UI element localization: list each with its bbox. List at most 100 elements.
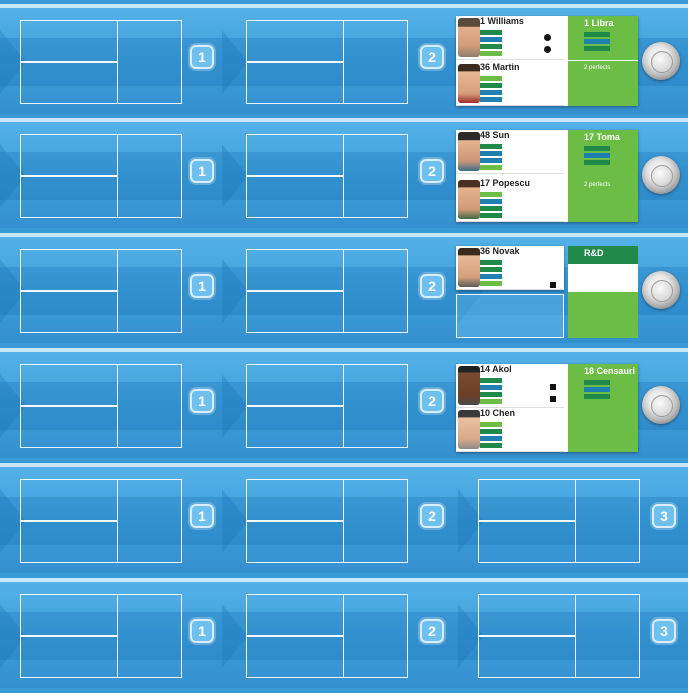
stat-tag	[480, 144, 502, 149]
card-stack-row1[interactable]: 1 Williams 36 Martin 1 Libra 2 perfects	[456, 16, 638, 106]
player-name: 14 Akol	[480, 364, 512, 374]
stat-tag	[584, 394, 610, 399]
player-card[interactable]: 17 Popescu	[456, 178, 564, 222]
player-name: 1 Williams	[480, 16, 524, 26]
player-portrait	[458, 410, 480, 449]
player-card[interactable]: 14 Akol	[456, 364, 564, 408]
slot-divider	[117, 135, 118, 217]
player-portrait	[458, 366, 480, 405]
card-slot[interactable]	[246, 364, 408, 448]
step-number-badge: 3	[652, 504, 676, 528]
slot-divider	[247, 61, 343, 63]
card-slot[interactable]	[478, 594, 640, 678]
stat-tag	[584, 387, 610, 392]
card-slot[interactable]	[20, 134, 182, 218]
stat-tag	[480, 97, 502, 102]
team-name: 17 Toma	[584, 132, 620, 142]
team-card[interactable]: 1 Libra 2 perfects	[568, 16, 638, 106]
card-slot[interactable]	[20, 364, 182, 448]
stat-tag	[584, 153, 610, 158]
stat-tag	[480, 44, 502, 49]
player-name: 36 Novak	[480, 246, 520, 256]
stat-tag	[584, 380, 610, 385]
player-card[interactable]: 48 Sun	[456, 130, 564, 174]
step-number-badge: 1	[190, 619, 214, 643]
token-disc-icon[interactable]	[642, 42, 680, 80]
slot-divider	[247, 175, 343, 177]
player-portrait	[458, 248, 480, 287]
token-icon	[544, 34, 551, 41]
step-number-badge: 2	[420, 45, 444, 69]
stat-tag	[480, 51, 502, 56]
slot-divider	[117, 595, 118, 677]
arrow-head-icon	[222, 374, 248, 438]
step-number-badge: 2	[420, 159, 444, 183]
player-name: 17 Popescu	[480, 178, 530, 188]
player-portrait	[458, 180, 480, 219]
step-number-badge: 3	[652, 619, 676, 643]
player-card[interactable]: 10 Chen	[456, 408, 564, 452]
arrow-head-icon	[222, 489, 248, 553]
card-slot[interactable]	[246, 134, 408, 218]
card-slot[interactable]	[20, 20, 182, 104]
arrow-head-icon	[222, 30, 248, 94]
stat-tag	[480, 199, 502, 204]
card-stack-row4[interactable]: 14 Akol 10 Chen 18 Censauri	[456, 364, 638, 452]
card-stack-row2[interactable]: 48 Sun 17 Popescu 17 Toma 2 perfects	[456, 130, 638, 222]
stat-tag	[480, 378, 502, 383]
card-slot[interactable]	[20, 594, 182, 678]
team-line: 2 perfects	[584, 65, 610, 71]
slot-divider	[343, 480, 344, 562]
stat-tag	[480, 399, 502, 404]
card-slot[interactable]	[246, 594, 408, 678]
team-line: 2 perfects	[584, 182, 610, 188]
slot-divider	[343, 250, 344, 332]
stat-tag	[480, 281, 502, 286]
card-slot[interactable]	[246, 249, 408, 333]
token-disc-icon[interactable]	[642, 156, 680, 194]
team-card[interactable]: 17 Toma 2 perfects	[568, 130, 638, 222]
slot-divider	[21, 290, 117, 292]
team-name: 18 Censauri	[584, 366, 635, 376]
step-number-badge: 2	[420, 389, 444, 413]
player-name: 10 Chen	[480, 408, 515, 418]
card-stack-row3[interactable]: 36 Novak R&D	[456, 246, 638, 338]
team-card[interactable]: 18 Censauri	[568, 364, 638, 452]
card-slot[interactable]	[20, 249, 182, 333]
slot-divider	[575, 595, 576, 677]
slot-divider	[21, 61, 117, 63]
stat-tag	[584, 160, 610, 165]
team-card-lower	[568, 292, 638, 338]
step-number-badge: 2	[420, 274, 444, 298]
card-slot[interactable]	[20, 479, 182, 563]
slot-divider	[343, 21, 344, 103]
slot-divider	[479, 635, 575, 637]
slot-divider	[575, 480, 576, 562]
slot-divider	[247, 520, 343, 522]
slot-divider	[117, 250, 118, 332]
empty-card-slot[interactable]	[456, 294, 564, 338]
arrow-head-icon	[222, 604, 248, 668]
stat-tag	[584, 46, 610, 51]
token-disc-icon[interactable]	[642, 386, 680, 424]
stat-tag	[584, 146, 610, 151]
stat-tag	[480, 158, 502, 163]
player-card[interactable]: 36 Novak	[456, 246, 564, 290]
step-number-badge: 2	[420, 619, 444, 643]
team-card[interactable]: R&D	[568, 246, 638, 338]
slot-divider	[479, 520, 575, 522]
team-card-lower: 2 perfects	[568, 60, 638, 106]
player-name: 36 Martin	[480, 62, 520, 72]
card-slot[interactable]	[246, 20, 408, 104]
token-disc-icon[interactable]	[642, 271, 680, 309]
team-name: 1 Libra	[584, 18, 614, 28]
stat-tag	[480, 83, 502, 88]
player-card[interactable]: 1 Williams	[456, 16, 564, 60]
player-portrait	[458, 18, 480, 57]
card-slot[interactable]	[478, 479, 640, 563]
stat-tag	[480, 392, 502, 397]
card-slot[interactable]	[246, 479, 408, 563]
player-card[interactable]: 36 Martin	[456, 62, 564, 106]
stat-tag	[480, 274, 502, 279]
